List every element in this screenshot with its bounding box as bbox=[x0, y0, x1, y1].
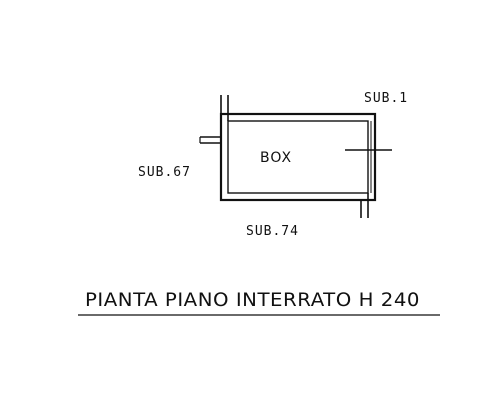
neighbor-label-top-right: SUB.1 bbox=[364, 91, 408, 106]
room-walls bbox=[219, 112, 377, 202]
left-wall-stub bbox=[199, 136, 221, 144]
top-left-wall-stub bbox=[220, 95, 229, 121]
neighbor-label-bottom: SUB.74 bbox=[246, 224, 299, 239]
bottom-right-wall-stub bbox=[360, 193, 369, 218]
room-outer-wall bbox=[219, 112, 377, 202]
plan-caption: PIANTA PIANO INTERRATO H 240 bbox=[85, 289, 420, 311]
room-label: BOX bbox=[260, 150, 292, 166]
room-inner-wall bbox=[227, 120, 369, 194]
door-opening-right bbox=[370, 114, 376, 200]
neighbor-label-left: SUB.67 bbox=[138, 165, 191, 180]
section-line bbox=[345, 140, 392, 160]
